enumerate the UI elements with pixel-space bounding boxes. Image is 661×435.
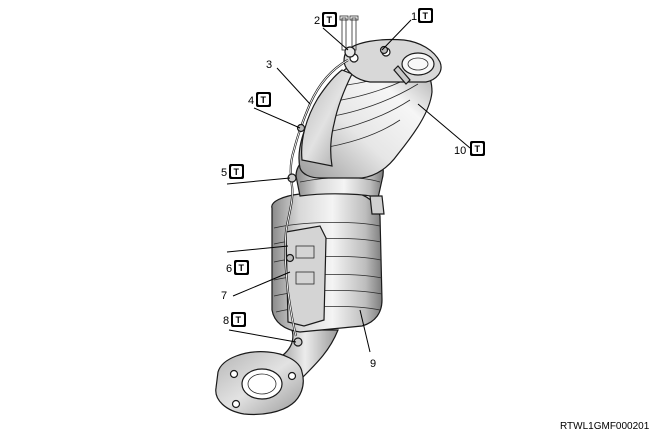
callout-5-torque-badge: T — [234, 167, 240, 177]
outlet-flange — [215, 351, 304, 416]
callout-2: 2 T — [314, 12, 337, 27]
inlet-flange — [343, 38, 442, 83]
catalytic-converter-assembly — [215, 15, 442, 416]
callout-6: 6 T — [226, 260, 249, 275]
callout-3-number: 3 — [266, 59, 272, 71]
callout-1-torque-badge: T — [423, 11, 429, 21]
top-studs — [339, 15, 359, 58]
callout-4-number: 4 — [248, 95, 254, 107]
callout-2-torque-badge: T — [327, 15, 333, 25]
callout-7: 7 — [221, 290, 227, 302]
callout-2-number: 2 — [314, 15, 320, 27]
leader-lines — [226, 19, 471, 353]
callout-6-torque-badge: T — [239, 263, 245, 273]
callout-5-number: 5 — [221, 167, 227, 179]
callout-8-number: 8 — [223, 315, 229, 327]
callout-6-number: 6 — [226, 263, 232, 275]
callout-4-torque-badge: T — [261, 95, 267, 105]
callout-9-number: 9 — [370, 358, 376, 370]
nut-1 — [379, 45, 389, 55]
callout-10-torque-badge: T — [475, 144, 481, 154]
side-tab — [369, 195, 385, 215]
callout-10-number: 10 — [454, 145, 466, 157]
callout-9: 9 — [370, 358, 376, 370]
callout-4: 4 T — [248, 92, 271, 107]
nut-6 — [285, 253, 295, 263]
callout-7-number: 7 — [221, 290, 227, 302]
oxygen-sensor-upper — [393, 65, 411, 85]
nut-4 — [296, 123, 306, 133]
lower-body-ribs — [273, 222, 383, 313]
callout-1-number: 1 — [411, 11, 417, 23]
callout-10: 10 T — [454, 141, 485, 157]
callout-8-torque-badge: T — [236, 315, 242, 325]
callout-5: 5 T — [221, 164, 244, 179]
figure-code: RTWL1GMF000201 — [560, 421, 650, 432]
callout-3: 3 — [266, 59, 272, 71]
callout-1: 1 T — [411, 8, 433, 23]
upper-heat-shield — [301, 69, 353, 167]
callout-8: 8 T — [223, 312, 246, 327]
callout-labels: 1 T 2 T 3 4 T 5 T — [221, 8, 485, 370]
